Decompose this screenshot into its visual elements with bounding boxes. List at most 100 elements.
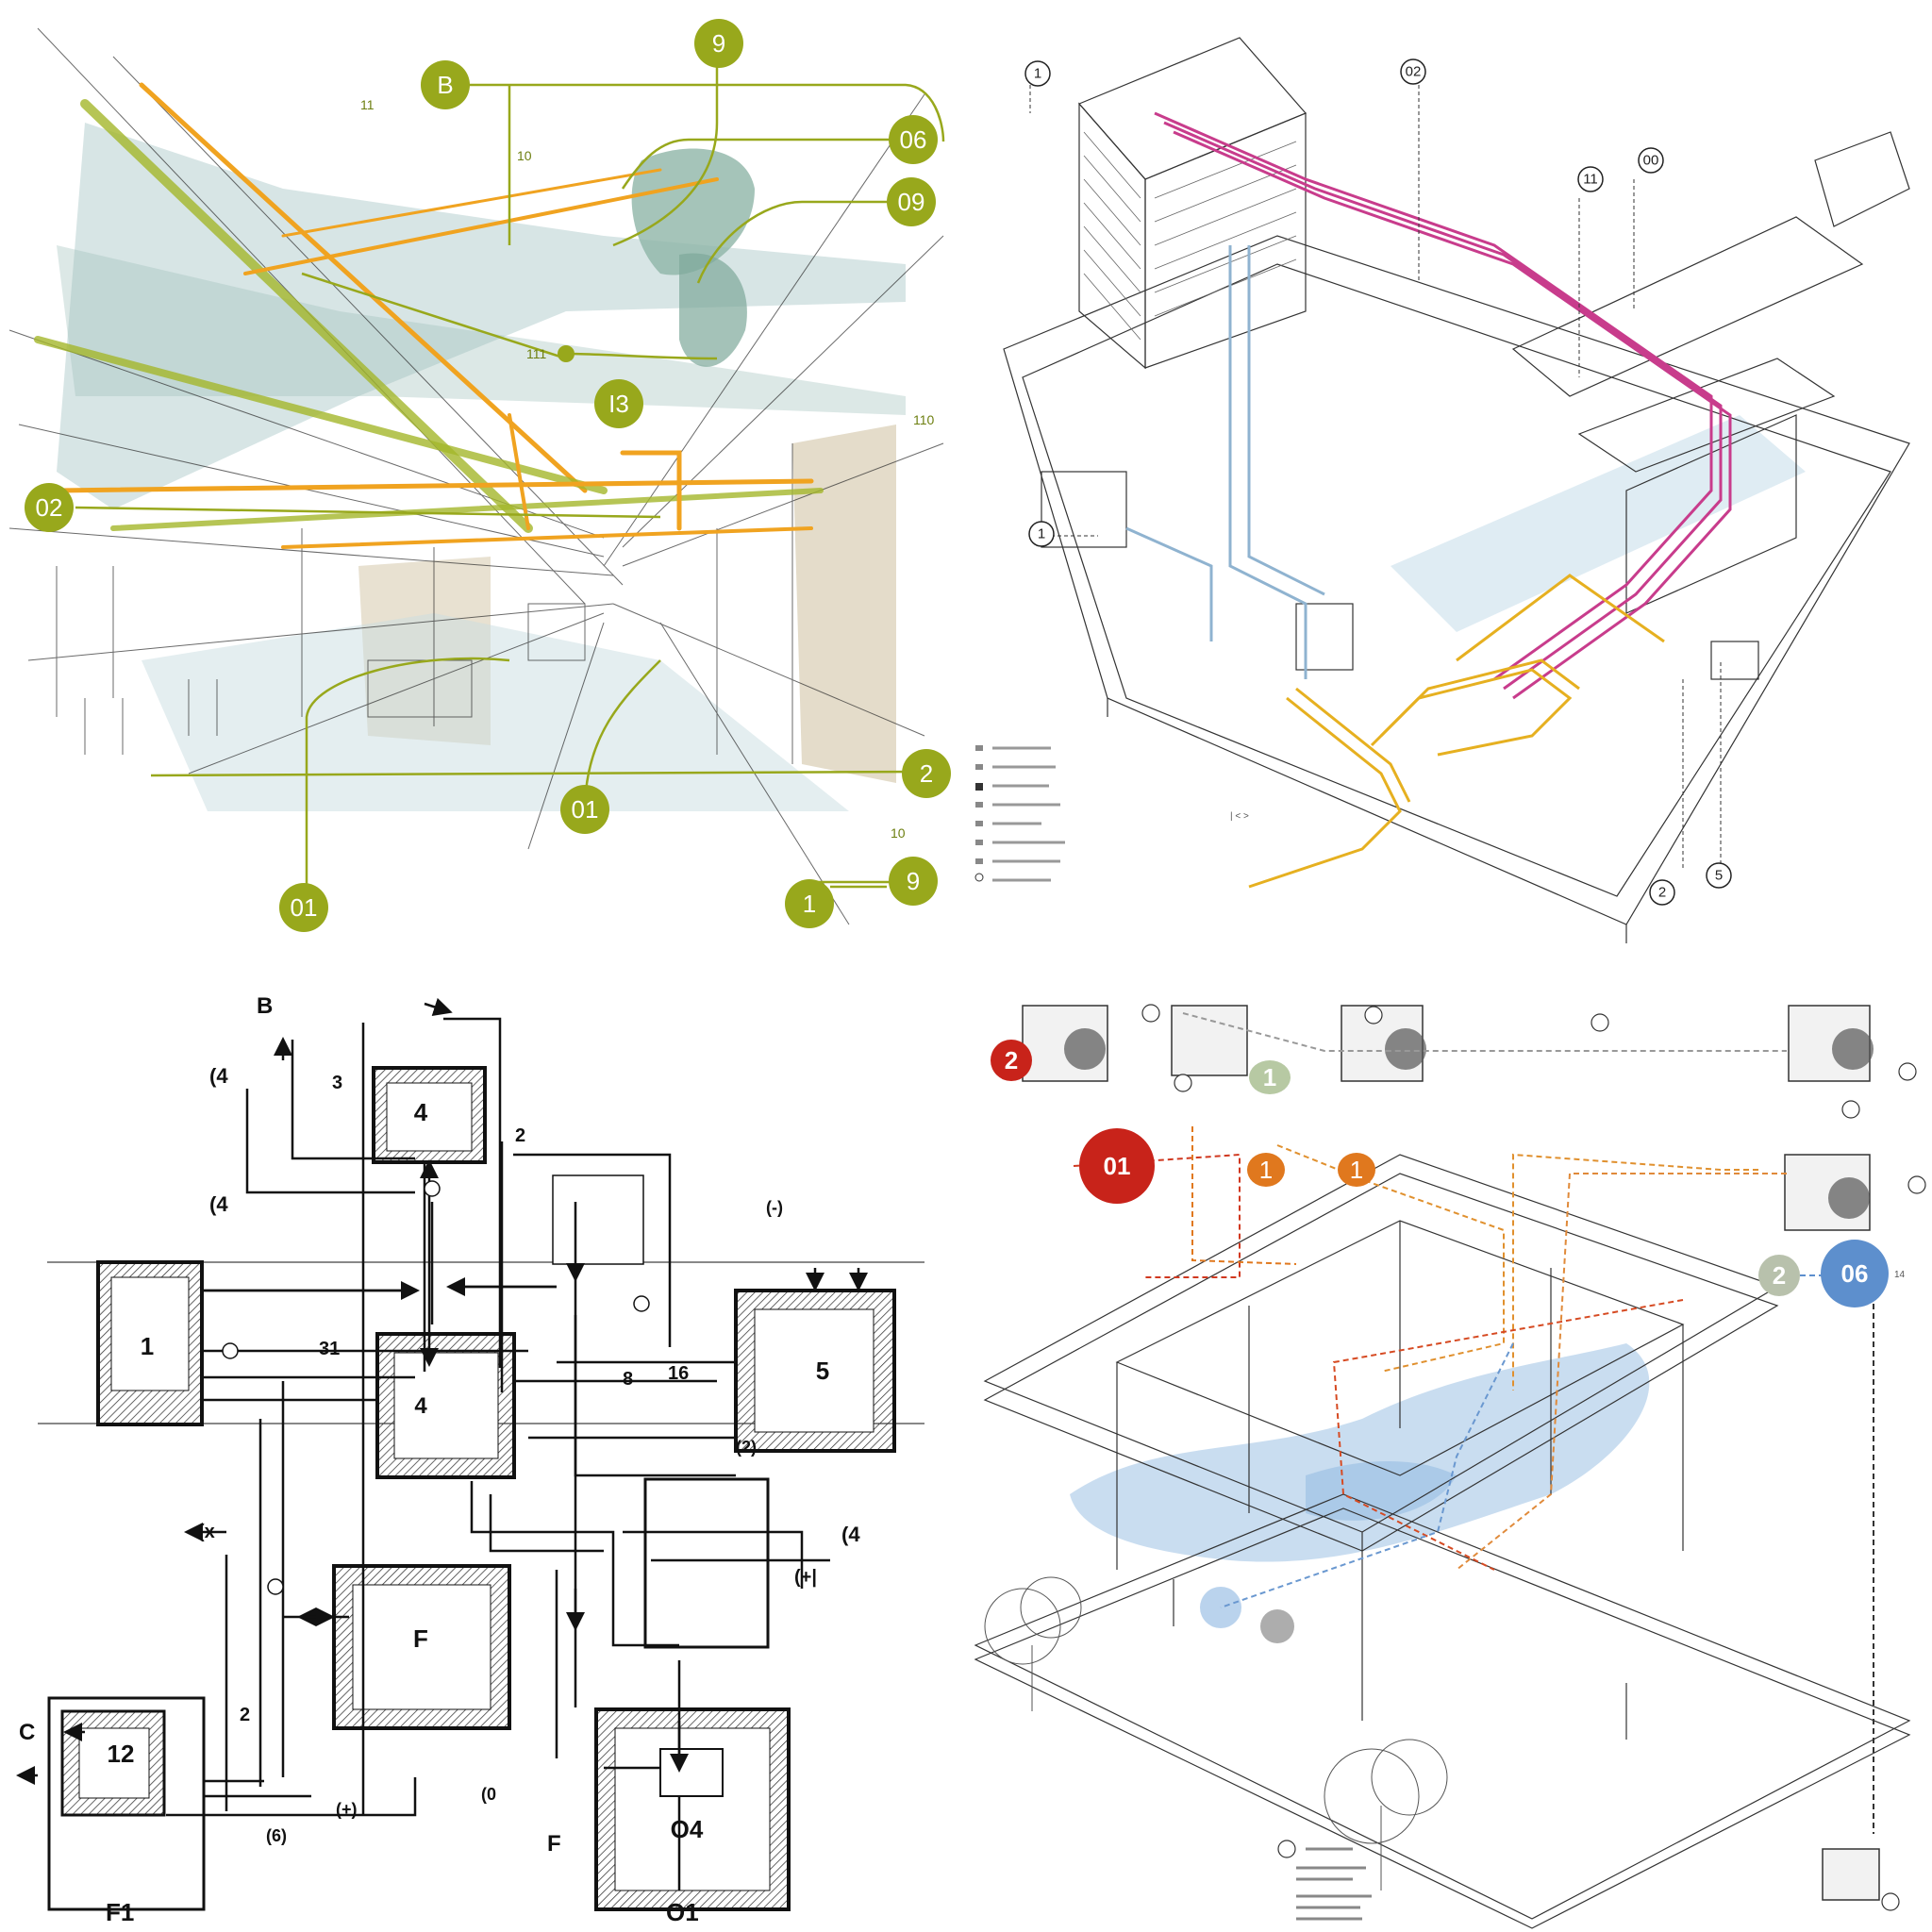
plan-label: (4	[841, 1523, 860, 1546]
side-label: 14	[1894, 1270, 1906, 1280]
callout-label: 9	[712, 29, 725, 58]
legend-text-lines	[1296, 1847, 1372, 1921]
room-small-top	[552, 1174, 644, 1265]
sketch-linework	[8, 27, 944, 925]
room-label: O4	[671, 1815, 704, 1843]
plan-label: 3	[332, 1073, 342, 1093]
node-circle	[633, 1295, 650, 1312]
wash-ceiling	[57, 123, 906, 509]
callout-label: 2	[920, 759, 933, 788]
leader-dot	[558, 345, 575, 362]
fan-unit	[1822, 1848, 1880, 1901]
callout-bubbles: B 9 06 09 I3 02 2 01 01 1 9	[25, 19, 951, 932]
callout-bubble	[594, 379, 643, 428]
callout-label: 9	[907, 867, 920, 895]
room-label: F	[413, 1624, 428, 1653]
exploded-axonometric-panel: 2 01 1 1 1 2 06 14	[966, 966, 1932, 1932]
callout-label: 5	[1715, 868, 1723, 884]
room-1-inner	[110, 1276, 190, 1391]
room-label: 12	[108, 1740, 135, 1768]
callout-bubble	[889, 857, 938, 906]
block-hatch	[1083, 131, 1297, 341]
plan-rooms	[47, 1066, 896, 1911]
room-label: 5	[816, 1357, 829, 1385]
callout-label: 06	[900, 125, 927, 154]
plan-label: 8	[623, 1369, 633, 1390]
air-bubble	[1260, 1609, 1294, 1643]
airflow-wash	[1070, 1343, 1650, 1562]
fan-unit	[1788, 1005, 1874, 1082]
callout-circle	[1400, 58, 1426, 85]
legend-swatch	[975, 745, 983, 751]
callout-label: 1	[1034, 66, 1041, 82]
callout-bubble	[887, 177, 936, 226]
legend-swatch	[975, 783, 983, 791]
callout-label: 1	[1263, 1063, 1276, 1091]
callout-label: 01	[1104, 1152, 1131, 1180]
room-4-top-inner	[386, 1082, 473, 1152]
callout-label: 01	[572, 795, 599, 824]
small-label: 110	[913, 412, 935, 427]
callout-bubble	[694, 19, 743, 68]
wash-wall-right	[792, 425, 896, 783]
building-linework	[1003, 37, 1910, 943]
plan-diagram: 4 1 5 F 12 O4 4 B (4 (4 3 2 (-) 31 8 16 …	[16, 993, 924, 1926]
leader-lines	[75, 61, 945, 901]
callout-circle	[1577, 166, 1604, 192]
callout-label: 1	[1038, 526, 1045, 542]
callout-label: 06	[1841, 1259, 1869, 1288]
callout-label: 1	[803, 890, 816, 918]
callout-circle	[1706, 862, 1732, 889]
callout-circle	[1024, 60, 1051, 87]
axo-callouts: 1 02 11 00 1 5 2	[1024, 58, 1732, 906]
yellow-pipes	[1248, 574, 1665, 889]
fan-units	[1022, 1005, 1880, 1901]
perspective-sketch: B 9 06 09 I3 02 2 01 01 1 9 11 10 111 11…	[8, 19, 951, 932]
plan-label: 2	[515, 1125, 525, 1146]
legend-swatch	[975, 764, 983, 770]
legend-swatch	[975, 858, 983, 864]
plan-label: O1	[666, 1898, 699, 1926]
callout-bubble	[785, 879, 834, 928]
plan-label: (4	[209, 1192, 228, 1216]
axo-leaders	[1029, 85, 1722, 877]
callout-bubble	[421, 60, 470, 109]
plan-nodes	[222, 1180, 650, 1595]
plan-arrows	[16, 997, 868, 1785]
callout-label: 01	[291, 893, 318, 922]
callout-bubble	[1821, 1240, 1889, 1307]
callout-bubble	[1758, 1255, 1800, 1296]
callout-bubble	[1249, 1060, 1291, 1094]
plan-label: (+|	[794, 1567, 817, 1588]
callout-label: 1	[1350, 1156, 1363, 1184]
fan-unit	[1022, 1005, 1108, 1082]
plan-diagram-panel: 4 1 5 F 12 O4 4 B (4 (4 3 2 (-) 31 8 16 …	[0, 966, 966, 1932]
plan-label: (0	[481, 1785, 496, 1804]
callout-label: 2	[1005, 1046, 1018, 1074]
callout-bubble	[1247, 1153, 1285, 1187]
wash-floor	[142, 613, 849, 811]
callout-bubble	[1079, 1128, 1155, 1204]
airflow-wash-core	[1306, 1461, 1457, 1521]
plan-label: (4	[209, 1064, 228, 1088]
callout-label: B	[437, 71, 453, 99]
legend-bracket: | < >	[1230, 811, 1249, 822]
perspective-sketch-panel: B 9 06 09 I3 02 2 01 01 1 9 11 10 111 11…	[0, 0, 966, 966]
floor-zone	[1391, 415, 1806, 632]
callout-label: 00	[1643, 153, 1659, 169]
room-12-core-inner	[78, 1727, 150, 1799]
small-label: 10	[517, 148, 532, 163]
plan-label: F	[547, 1831, 561, 1857]
legend-swatch	[975, 821, 983, 826]
magenta-pipes	[1154, 111, 1732, 700]
tree-sketches	[984, 1576, 1448, 1890]
axonometric-services-panel: 1 02 11 00 1 5 2 | < >	[966, 0, 1932, 966]
room-5-inner	[754, 1308, 874, 1433]
callout-label: 11	[1583, 172, 1598, 188]
blue-pipes	[1125, 245, 1325, 679]
plan-label: 2	[240, 1705, 250, 1725]
small-label: 10	[891, 825, 906, 841]
callout-bubble	[560, 785, 609, 834]
callout-label: 02	[36, 493, 63, 522]
callout-label: 02	[1406, 64, 1422, 80]
